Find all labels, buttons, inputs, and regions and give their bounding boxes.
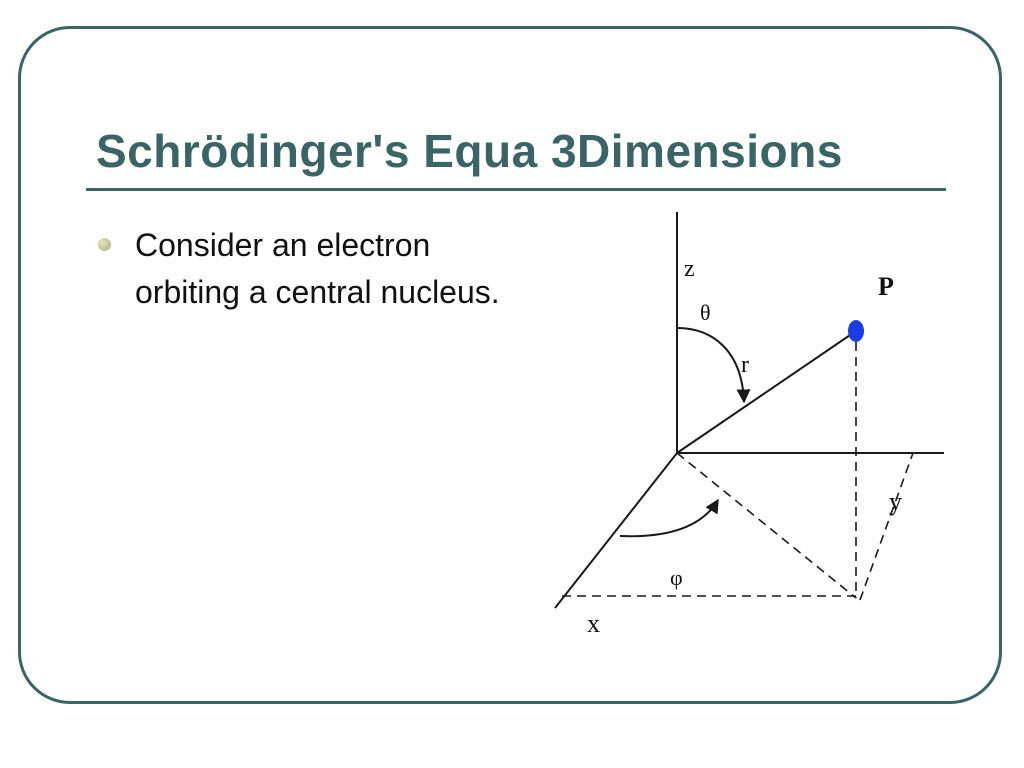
phi-arc [619, 498, 719, 538]
radius-vector [676, 330, 857, 454]
bullet-dot-icon [98, 238, 111, 251]
x-axis [554, 452, 678, 609]
slide-frame [18, 26, 1002, 704]
spherical-coordinates-diagram: z θ r P y φ x [554, 212, 944, 638]
y-component [859, 452, 914, 601]
point-p-label: P [878, 272, 894, 301]
theta-arc [676, 327, 751, 404]
bullet-list: Consider an electron orbiting a central … [98, 222, 518, 316]
bullet-item: Consider an electron orbiting a central … [98, 222, 518, 316]
title-underline [86, 188, 946, 191]
y-axis-label: y [889, 487, 902, 516]
bullet-text: Consider an electron orbiting a central … [135, 227, 500, 310]
xy-projection [676, 452, 857, 599]
theta-label: θ [700, 300, 711, 325]
r-label: r [741, 352, 749, 378]
z-axis-label: z [684, 256, 695, 282]
x-axis-label: x [587, 609, 600, 638]
slide-title: Schrödinger's Equa 3Dimensions [96, 125, 843, 177]
point-p-dot [848, 320, 864, 342]
phi-label: φ [670, 565, 683, 590]
